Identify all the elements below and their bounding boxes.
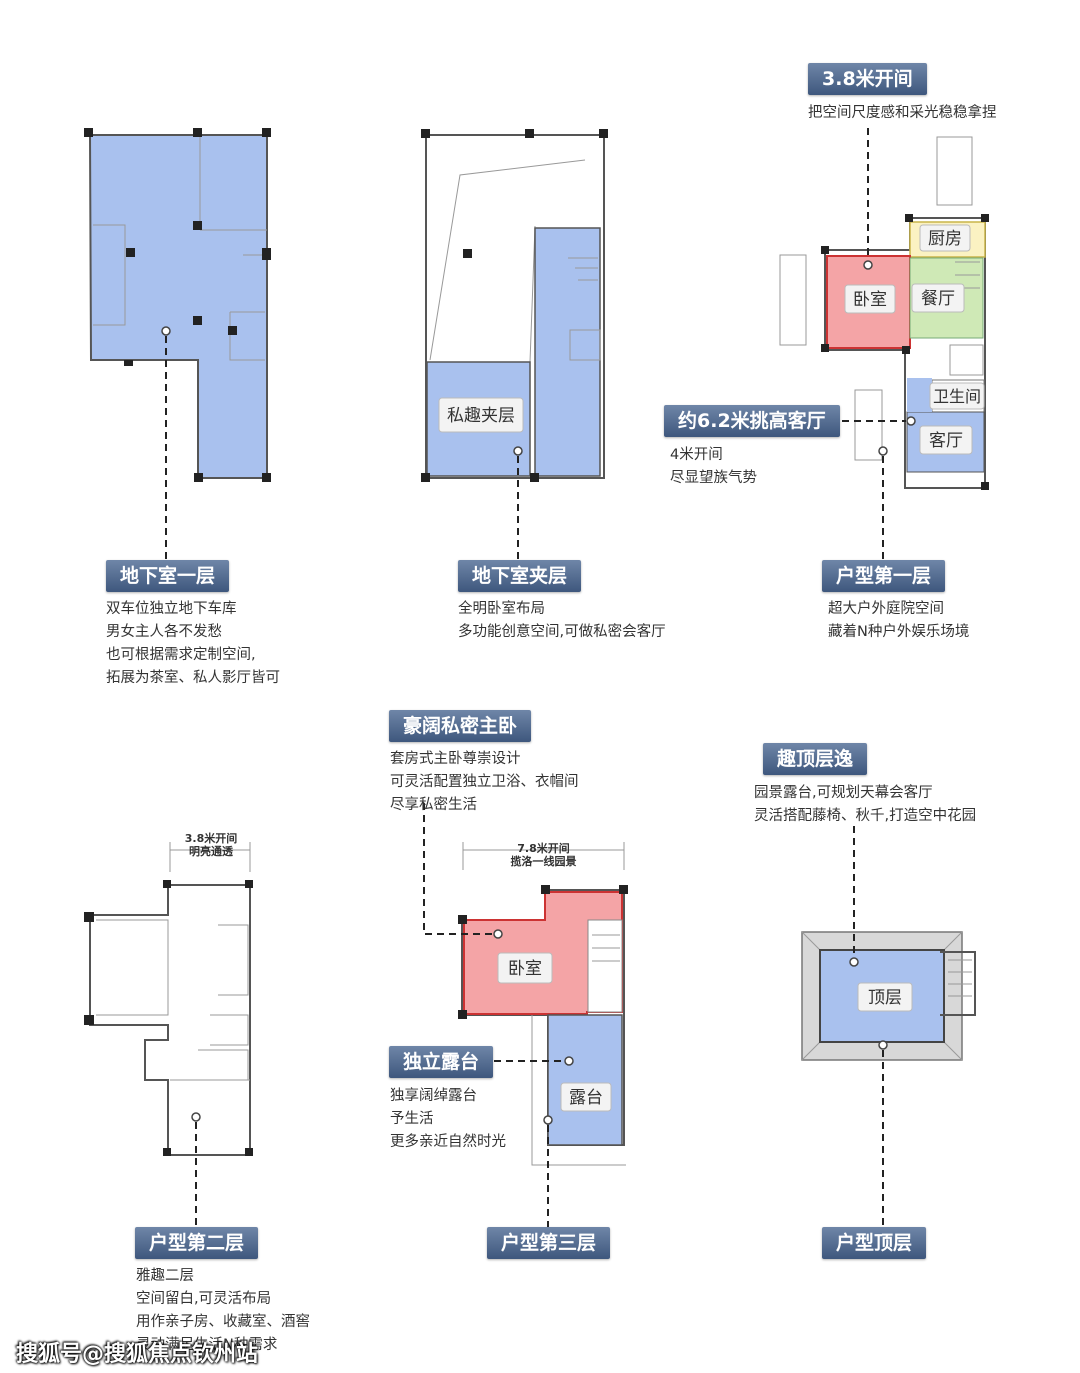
- bathroom-label: 卫生间: [933, 387, 981, 406]
- top-floor-plan: 顶层: [801, 826, 976, 1230]
- basement-line-1: 双车位独立地下车库: [106, 601, 237, 617]
- third-floor-tag: 户型第三层: [487, 1227, 611, 1259]
- second-line-1: 雅趣二层: [136, 1268, 194, 1284]
- top-floor-tag: 户型顶层: [822, 1227, 927, 1259]
- terrace-description: 独享阔绰露台 予生活 更多亲近自然时光: [390, 1085, 506, 1154]
- mezzanine-plan: 私趣夹层: [421, 129, 608, 560]
- top-line-2: 灵活搭配藤椅、秋千,打造空中花园: [754, 808, 977, 824]
- basement-description: 双车位独立地下车库 男女主人各不发愁 也可根据需求定制空间, 拓展为茶室、私人影…: [106, 598, 280, 690]
- top-room-label: 顶层: [868, 988, 902, 1008]
- second-dim-line-1: 3.8米开间: [184, 832, 238, 845]
- basement-line-4: 拓展为茶室、私人影厅皆可: [106, 670, 280, 686]
- basement-line-3: 也可根据需求定制空间,: [106, 647, 256, 663]
- second-line-4: 灵动满足生活N种需求: [136, 1337, 278, 1353]
- terrace-tag: 独立露台: [389, 1046, 494, 1078]
- third-floor-plan: 卧室 露台: [422, 803, 628, 1230]
- third-dim-line-2: 揽洛一线园景: [510, 855, 577, 868]
- mezzanine-line-2: 多功能创意空间,可做私密会客厅: [458, 624, 666, 640]
- first-floor-tag: 户型第一层: [822, 560, 946, 592]
- second-width-dimension: 3.8米开间 明亮通透: [170, 832, 252, 858]
- master-bedroom-label: 卧室: [508, 959, 542, 979]
- basement-plan: [84, 128, 271, 560]
- master-line-2: 可灵活配置独立卫浴、衣帽间: [390, 774, 579, 790]
- second-floor-description: 雅趣二层 空间留白,可灵活布局 用作亲子房、收藏室、酒窖 灵动满足生活N种需求: [136, 1265, 310, 1357]
- mezzanine-room-right: [534, 227, 601, 477]
- second-floor-plan: [84, 842, 253, 1230]
- mezzanine-tag: 地下室夹层: [458, 560, 582, 592]
- top-floor-description: 园景露台,可规划天幕会客厅 灵活搭配藤椅、秋千,打造空中花园: [754, 782, 976, 828]
- master-line-3: 尽享私密生活: [390, 797, 477, 813]
- master-bedroom-description: 套房式主卧尊崇设计 可灵活配置独立卫浴、衣帽间 尽享私密生活: [390, 748, 579, 817]
- terrace-line-2: 予生活: [390, 1111, 434, 1127]
- living-label: 客厅: [929, 431, 963, 451]
- basement-tag: 地下室一层: [106, 560, 230, 592]
- top-floor-title-tag: 趣顶层逸: [763, 743, 868, 775]
- kitchen-label: 厨房: [928, 229, 962, 249]
- first-floor-plan: 卧室 厨房 餐厅 卫生间 客厅: [779, 128, 989, 560]
- second-dim-line-2: 明亮通透: [189, 845, 233, 858]
- dining-label: 餐厅: [921, 289, 955, 309]
- terrace-line-1: 独享阔绰露台: [390, 1088, 477, 1104]
- mezzanine-line-1: 全明卧室布局: [458, 601, 545, 617]
- first-hall-tag: 约6.2米挑高客厅: [664, 405, 840, 437]
- first-hall-description: 4米开间 尽显望族气势: [670, 444, 757, 490]
- first-floor-line-1: 超大户外庭院空间: [828, 601, 944, 617]
- second-line-2: 空间留白,可灵活布局: [136, 1291, 272, 1307]
- terrace-label: 露台: [569, 1088, 603, 1108]
- first-hall-line-2: 尽显望族气势: [670, 470, 757, 486]
- first-floor-line-2: 藏着N种户外娱乐场境: [828, 624, 970, 640]
- third-width-dimension: 7.8米开间 揽洛一线园景: [463, 842, 624, 868]
- first-width-tag: 3.8米开间: [808, 63, 927, 95]
- basement-line-2: 男女主人各不发愁: [106, 624, 222, 640]
- first-floor-description: 超大户外庭院空间 藏着N种户外娱乐场境: [828, 598, 969, 644]
- master-bedroom-tag: 豪阔私密主卧: [389, 710, 532, 742]
- terrace-line-3: 更多亲近自然时光: [390, 1134, 506, 1150]
- second-line-3: 用作亲子房、收藏室、酒窖: [136, 1314, 310, 1330]
- first-width-description: 把空间尺度感和采光稳稳拿捏: [808, 105, 997, 121]
- top-line-1: 园景露台,可规划天幕会客厅: [754, 785, 933, 801]
- basement-area: [88, 134, 268, 479]
- third-dim-line-1: 7.8米开间: [517, 842, 570, 855]
- terrace: [547, 1014, 623, 1146]
- first-hall-line-1: 4米开间: [670, 447, 723, 463]
- watermark: 搜狐号@搜狐焦点钦州站: [16, 1342, 259, 1367]
- mezzanine-room-label: 私趣夹层: [447, 406, 515, 426]
- basement-marker: [161, 326, 171, 336]
- second-floor-tag: 户型第二层: [135, 1227, 259, 1259]
- master-line-1: 套房式主卧尊崇设计: [390, 751, 521, 767]
- first-bedroom-label: 卧室: [853, 290, 887, 310]
- top-floor-room: [819, 949, 945, 1043]
- mezzanine-description: 全明卧室布局 多功能创意空间,可做私密会客厅: [458, 598, 666, 644]
